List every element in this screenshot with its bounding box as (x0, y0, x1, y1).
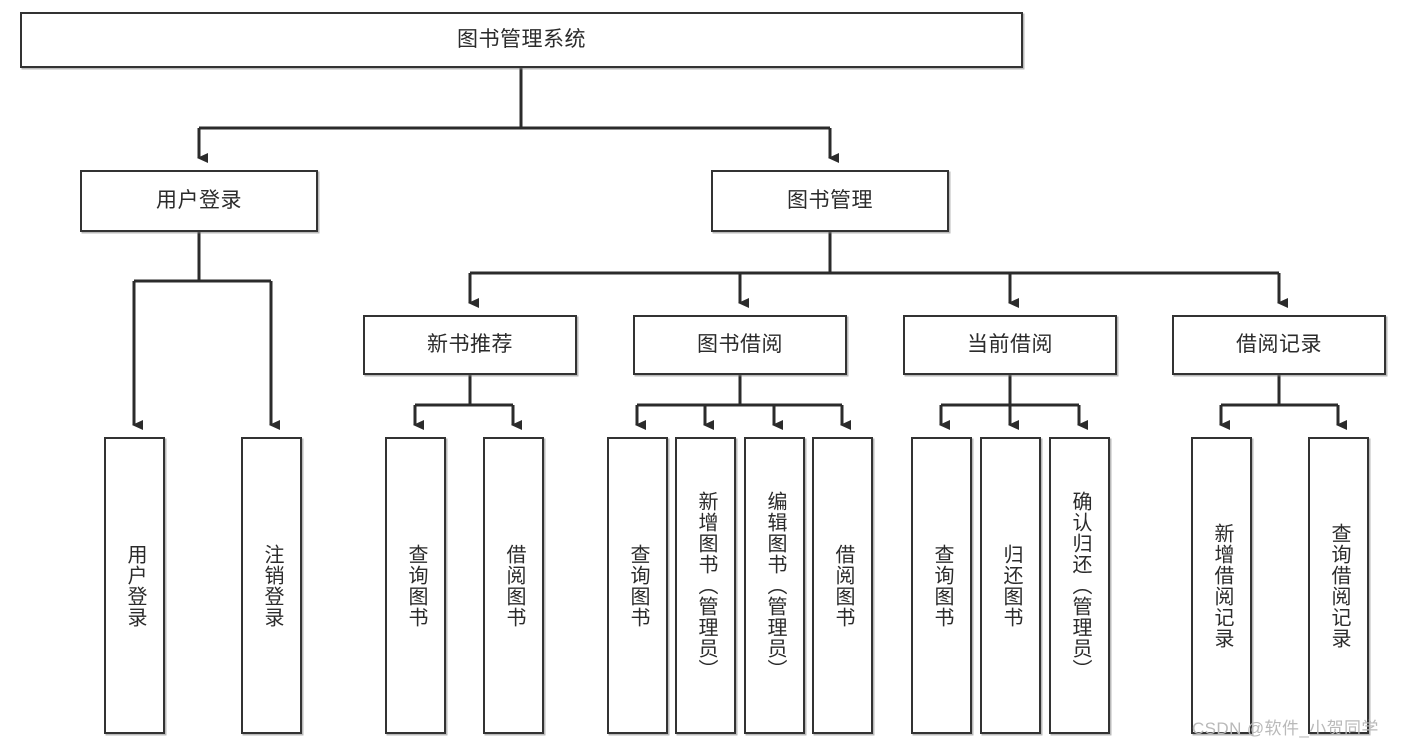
node-book-management-label: 图书管理 (787, 188, 873, 212)
node-book-borrow-label: 图书借阅 (697, 332, 783, 356)
leaf-confirm-return-label: 确认归还（管理员） (1069, 491, 1091, 680)
node-user-login-label: 用户登录 (156, 188, 242, 212)
leaf-borrow-book-1-label: 借阅图书 (503, 543, 525, 628)
leaf-logout-label: 注销登录 (261, 543, 283, 628)
node-borrow-record-label: 借阅记录 (1236, 332, 1322, 356)
leaf-borrow-book-2-label: 借阅图书 (832, 543, 854, 628)
leaf-borrow-book-1[interactable]: 借阅图书 (483, 437, 544, 734)
leaf-query-record-label: 查询借阅记录 (1328, 522, 1350, 649)
node-new-book-recommend-label: 新书推荐 (427, 332, 513, 356)
leaf-query-book-2-label: 查询图书 (627, 543, 649, 628)
leaf-return-book[interactable]: 归还图书 (980, 437, 1041, 734)
node-book-borrow[interactable]: 图书借阅 (633, 315, 847, 375)
node-user-login[interactable]: 用户登录 (80, 170, 318, 232)
leaf-query-book-3[interactable]: 查询图书 (911, 437, 972, 734)
leaf-query-record[interactable]: 查询借阅记录 (1308, 437, 1369, 734)
leaf-add-book[interactable]: 新增图书（管理员） (675, 437, 736, 734)
csdn-watermark-text: CSDN @软件_小贺同学 (1192, 719, 1379, 738)
leaf-confirm-return[interactable]: 确认归还（管理员） (1049, 437, 1110, 734)
leaf-query-book-3-label: 查询图书 (931, 543, 953, 628)
leaf-add-record[interactable]: 新增借阅记录 (1191, 437, 1252, 734)
leaf-query-book-1[interactable]: 查询图书 (385, 437, 446, 734)
node-root[interactable]: 图书管理系统 (20, 12, 1023, 68)
leaf-query-book-1-label: 查询图书 (405, 543, 427, 628)
leaf-query-book-2[interactable]: 查询图书 (607, 437, 668, 734)
node-borrow-record[interactable]: 借阅记录 (1172, 315, 1386, 375)
leaf-add-book-label: 新增图书（管理员） (695, 491, 717, 680)
leaf-add-record-label: 新增借阅记录 (1211, 522, 1233, 649)
leaf-return-book-label: 归还图书 (1000, 543, 1022, 628)
csdn-watermark: CSDN @软件_小贺同学 (1192, 714, 1379, 739)
node-current-borrow-label: 当前借阅 (967, 332, 1053, 356)
leaf-edit-book[interactable]: 编辑图书（管理员） (744, 437, 805, 734)
leaf-borrow-book-2[interactable]: 借阅图书 (812, 437, 873, 734)
leaf-user-login[interactable]: 用户登录 (104, 437, 165, 734)
leaf-logout[interactable]: 注销登录 (241, 437, 302, 734)
node-root-label: 图书管理系统 (457, 27, 586, 51)
node-current-borrow[interactable]: 当前借阅 (903, 315, 1117, 375)
node-book-management[interactable]: 图书管理 (711, 170, 949, 232)
leaf-user-login-label: 用户登录 (124, 543, 146, 628)
node-new-book-recommend[interactable]: 新书推荐 (363, 315, 577, 375)
leaf-edit-book-label: 编辑图书（管理员） (764, 491, 786, 680)
